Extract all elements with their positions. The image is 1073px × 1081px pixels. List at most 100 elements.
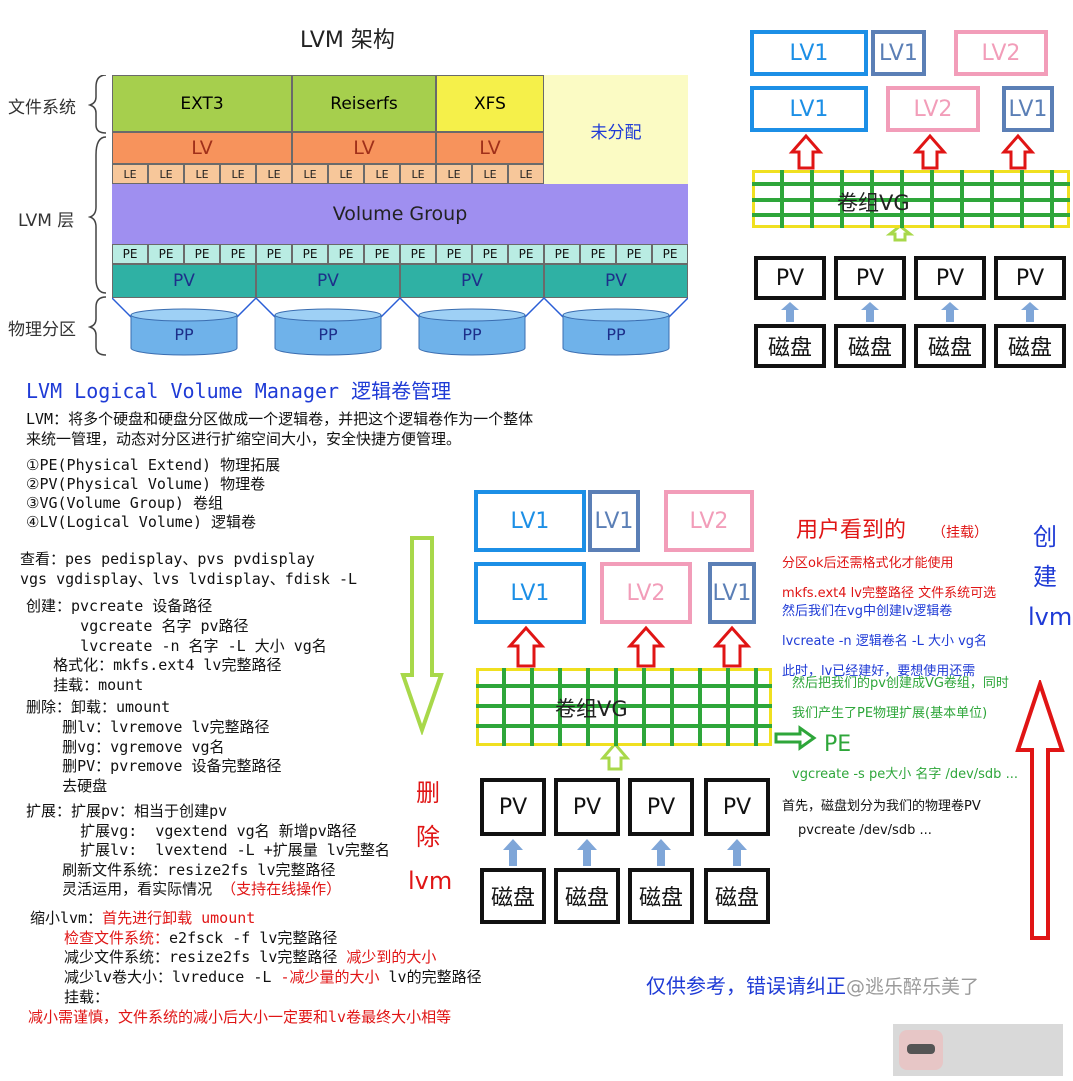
up-arrow-icon xyxy=(1015,680,1065,940)
extend-line-5-text: 灵活运用，看实际情况 xyxy=(26,880,222,898)
footer-text: 仅供参考，错误请纠正 xyxy=(646,974,846,998)
b-vg-grid: 卷组VG xyxy=(476,668,772,746)
b-lv1-a: LV1 xyxy=(474,490,586,552)
tr-lv1-b: LV1 xyxy=(871,30,926,76)
delete-line-1: 删除：卸载：umount xyxy=(26,698,171,716)
pe-cell: PE xyxy=(256,244,292,264)
term-vg: ③VG(Volume Group) 卷组 xyxy=(26,494,223,512)
le-cell: LE xyxy=(436,164,472,184)
tr-pv-1: PV xyxy=(754,256,826,300)
tr-pv-3: PV xyxy=(914,256,986,300)
pe-cell: PE xyxy=(400,244,436,264)
pv-block-1: PV xyxy=(112,264,256,298)
tr-lv2-b: LV2 xyxy=(886,86,980,132)
tr-pv-2: PV xyxy=(834,256,906,300)
note-8: vgcreate -s pe大小 名字 /dev/sdb ... xyxy=(792,767,1018,782)
note-user-sees: 用户看到的 xyxy=(796,518,907,543)
tr-vg-label: 卷组VG xyxy=(837,191,910,215)
shrink-line-3: 减少文件系统：resize2fs lv完整路径 减少到的大小 xyxy=(64,948,436,966)
le-cell: LE xyxy=(184,164,220,184)
brace-icons xyxy=(88,75,107,356)
watermark-text: @逃乐醉乐美了 xyxy=(846,976,980,998)
shrink-line-1: 缩小lvm：首先进行卸载 umount xyxy=(30,909,255,927)
pe-cell: PE xyxy=(616,244,652,264)
extend-line-2: 扩展vg: vgextend vg名 新增pv路径 xyxy=(26,822,357,840)
pe-cell: PE xyxy=(364,244,400,264)
create-line-5: 挂载：mount xyxy=(26,676,144,694)
extend-line-3: 扩展lv: lvextend -L +扩展量 lv完整名 xyxy=(26,841,390,859)
shrink-line-4: 减少lv卷大小：lvreduce -L -减少量的大小 lv的完整路径 xyxy=(64,968,482,986)
tr-pv-4: PV xyxy=(994,256,1066,300)
view-line-1: 查看：pes pedisplay、pvs pvdisplay xyxy=(20,550,315,568)
note-6: 然后把我们的pv创建成VG卷组，同时 xyxy=(792,676,1009,691)
tr-disk-3: 磁盘 xyxy=(914,324,986,368)
le-cell: LE xyxy=(328,164,364,184)
label-filesystem: 文件系统 xyxy=(8,98,76,118)
shrink-l1b: 首先进行卸载 umount xyxy=(102,909,256,927)
pe-cell: PE xyxy=(472,244,508,264)
lvm-architecture-diagram: LVM 架构 文件系统 LVM 层 物理分区 EXT3 Reiserfs XFS… xyxy=(0,0,688,360)
lv-block-1: LV xyxy=(112,132,292,164)
delete-lvm-side-label: 删 除 lvm xyxy=(408,778,453,896)
intro-line-2: 来统一管理，动态对分区进行扩缩空间大小，安全快捷方便管理。 xyxy=(26,430,462,448)
le-cell: LE xyxy=(112,164,148,184)
shrink-l1a: 缩小lvm： xyxy=(30,909,103,927)
view-line-2: vgs vgdisplay、lvs lvdisplay、fdisk -L xyxy=(20,570,358,588)
create-side-char-2: 建 xyxy=(1033,563,1057,591)
pe-cell: PE xyxy=(544,244,580,264)
fs-xfs: XFS xyxy=(436,75,544,132)
pv-block-4: PV xyxy=(544,264,688,298)
down-arrow-icon xyxy=(400,536,444,735)
term-pe: ①PE(Physical Extend) 物理拓展 xyxy=(26,456,281,474)
b-lv1-c: LV1 xyxy=(474,562,586,624)
tr-lv1-d: LV1 xyxy=(1002,86,1054,132)
pe-cell: PE xyxy=(328,244,364,264)
note-pe: PE xyxy=(824,732,852,757)
note-1: 分区ok后还需格式化才能使用 xyxy=(782,556,954,571)
extend-online-note: （支持在线操作） xyxy=(221,880,342,898)
note-7: 我们产生了PE物理扩展(基本单位) xyxy=(792,706,988,721)
b-pv-4: PV xyxy=(704,778,770,836)
shrink-l2b: e2fsck -f lv完整路径 xyxy=(169,929,338,947)
b-disk-1: 磁盘 xyxy=(480,868,546,924)
shrink-l3b: 减少到的大小 xyxy=(346,948,437,966)
pe-cell: PE xyxy=(184,244,220,264)
pe-cell: PE xyxy=(220,244,256,264)
note-9: 首先，磁盘划分为我们的物理卷PV xyxy=(782,799,981,814)
extend-line-1: 扩展：扩展pv：相当于创建pv xyxy=(26,802,228,820)
pp-cylinder-4: PP xyxy=(562,308,670,356)
delete-side-char-1: 删 xyxy=(416,779,440,807)
tr-lv2-a: LV2 xyxy=(954,30,1048,76)
shrink-warning: 减小需谨慎，文件系统的减小后大小一定要和lv卷最终大小相等 xyxy=(28,1008,452,1026)
watermark-logo xyxy=(893,1024,1063,1076)
pe-cell: PE xyxy=(112,244,148,264)
pp-label-1: PP xyxy=(174,325,194,344)
le-cell: LE xyxy=(400,164,436,184)
lvm-stack-diagram-bottom: LV1 LV1 LV2 LV1 LV2 LV1 卷组VG PV PV PV PV… xyxy=(460,480,817,930)
b-pv-1: PV xyxy=(480,778,546,836)
note-3: 然后我们在vg中创建lv逻辑卷 xyxy=(782,604,953,619)
page-heading: LVM Logical Volume Manager 逻辑卷管理 xyxy=(26,379,452,403)
le-cell: LE xyxy=(148,164,184,184)
shrink-line-5: 挂载： xyxy=(64,988,110,1006)
pe-cell: PE xyxy=(436,244,472,264)
delete-side-char-2: 除 xyxy=(416,823,440,851)
pv-block-2: PV xyxy=(256,264,400,298)
le-cell: LE xyxy=(364,164,400,184)
lv-block-2: LV xyxy=(292,132,436,164)
note-2: mkfs.ext4 lv完整路径 文件系统可选 xyxy=(782,586,997,601)
note-mount: （挂载） xyxy=(932,525,988,541)
delete-side-char-3: lvm xyxy=(408,867,453,895)
tr-lv1-a: LV1 xyxy=(750,30,868,76)
b-disk-4: 磁盘 xyxy=(704,868,770,924)
create-line-2: vgcreate 名字 pv路径 xyxy=(26,617,249,635)
label-physical-partition: 物理分区 xyxy=(8,320,76,340)
fs-reiserfs: Reiserfs xyxy=(292,75,436,132)
b-disk-3: 磁盘 xyxy=(628,868,694,924)
b-pv-3: PV xyxy=(628,778,694,836)
le-cell: LE xyxy=(256,164,292,184)
le-cell: LE xyxy=(472,164,508,184)
b-lv2-b: LV2 xyxy=(600,562,692,624)
